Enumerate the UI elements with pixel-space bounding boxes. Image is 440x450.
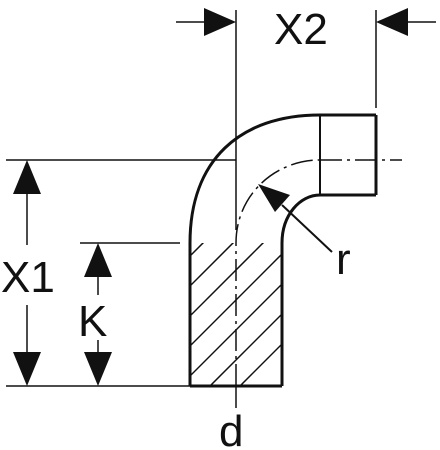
label-x1: X1 (1, 253, 55, 302)
center-lines (235, 159, 402, 386)
arrow-left-icon (376, 8, 408, 36)
label-x2: X2 (274, 5, 328, 54)
label-k: K (78, 297, 107, 346)
pipe-outer-contour (188, 113, 376, 386)
arrow-up-icon (13, 160, 41, 194)
arrow-up-left-icon (258, 184, 290, 212)
pipe-inner-contour (280, 193, 376, 386)
arrow-down-icon (13, 352, 41, 386)
dimension-x2 (176, 8, 436, 36)
section-hatching (190, 243, 282, 386)
label-d: d (219, 407, 243, 450)
radius-leader (258, 184, 333, 253)
extension-lines (6, 10, 377, 387)
arrow-up-icon (84, 243, 112, 277)
arrow-down-icon (84, 352, 112, 386)
arrow-right-icon (204, 8, 236, 36)
label-r: r (336, 235, 351, 284)
dimension-k (84, 243, 112, 386)
centerline-bend (235, 159, 321, 386)
dimension-x1 (13, 160, 41, 386)
